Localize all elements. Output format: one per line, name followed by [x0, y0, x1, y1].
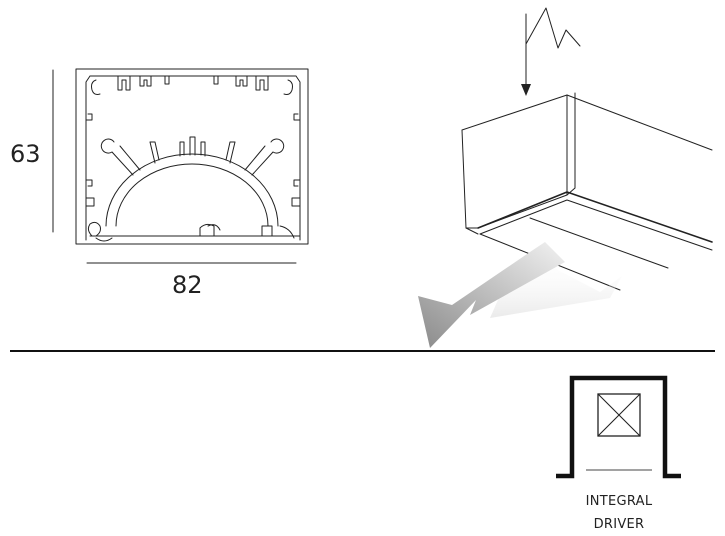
base-rail [87, 221, 301, 245]
driver-box-icon [556, 375, 681, 479]
driver-label-line1: INTEGRAL [586, 494, 653, 509]
profile-section: 63 82 [10, 68, 309, 299]
fixture-body [461, 92, 713, 291]
driver-label-line2: DRIVER [594, 517, 645, 532]
reflector-dome [105, 153, 279, 227]
light-direction-arrow-icon [418, 242, 622, 348]
height-label: 63 [10, 140, 41, 168]
cooling-fins [100, 136, 285, 176]
width-label: 82 [172, 271, 203, 299]
lightning-feed-icon [521, 7, 581, 96]
profile-outline [75, 68, 309, 245]
